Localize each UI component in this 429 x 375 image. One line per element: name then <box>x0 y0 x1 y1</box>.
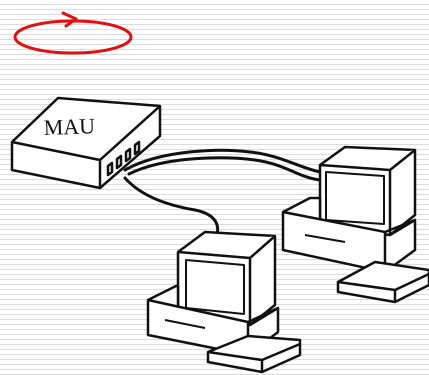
network-cables <box>123 148 322 242</box>
computer-right <box>281 145 429 304</box>
monitor-icon <box>176 230 277 327</box>
keyboard-icon <box>206 334 302 374</box>
keyboard-icon <box>336 260 429 304</box>
monitor-icon <box>318 145 417 237</box>
computer-bottom <box>146 230 302 374</box>
mau-hub <box>10 96 162 190</box>
system-unit-icon <box>281 196 417 274</box>
mau-label: MAU <box>43 113 95 140</box>
token-ring-arrow-icon <box>13 11 133 55</box>
